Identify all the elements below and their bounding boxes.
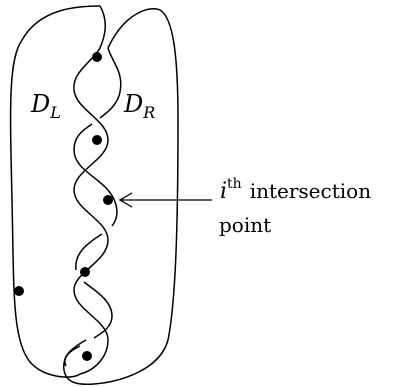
intersection-point	[92, 52, 102, 62]
outer-right-strand	[63, 8, 179, 386]
annotation-line2: point	[219, 213, 271, 237]
twist-strand-d	[83, 281, 113, 339]
twist-strand-a	[99, 47, 122, 119]
twist-strand-b	[73, 123, 118, 227]
outer-left-strand	[9, 5, 101, 378]
intersection-point	[14, 286, 24, 296]
intersection-point	[82, 351, 92, 361]
intersection-point	[92, 135, 102, 145]
intersection-point	[103, 195, 113, 205]
twist-strand-c	[75, 233, 103, 271]
outer-left-strand-inner	[73, 5, 109, 375]
twist-strand-e	[64, 345, 81, 367]
intersection-point	[80, 267, 90, 277]
annotation-arrowhead	[118, 192, 133, 208]
right-region-label: DR	[123, 90, 155, 122]
left-region-label: DL	[30, 90, 61, 122]
